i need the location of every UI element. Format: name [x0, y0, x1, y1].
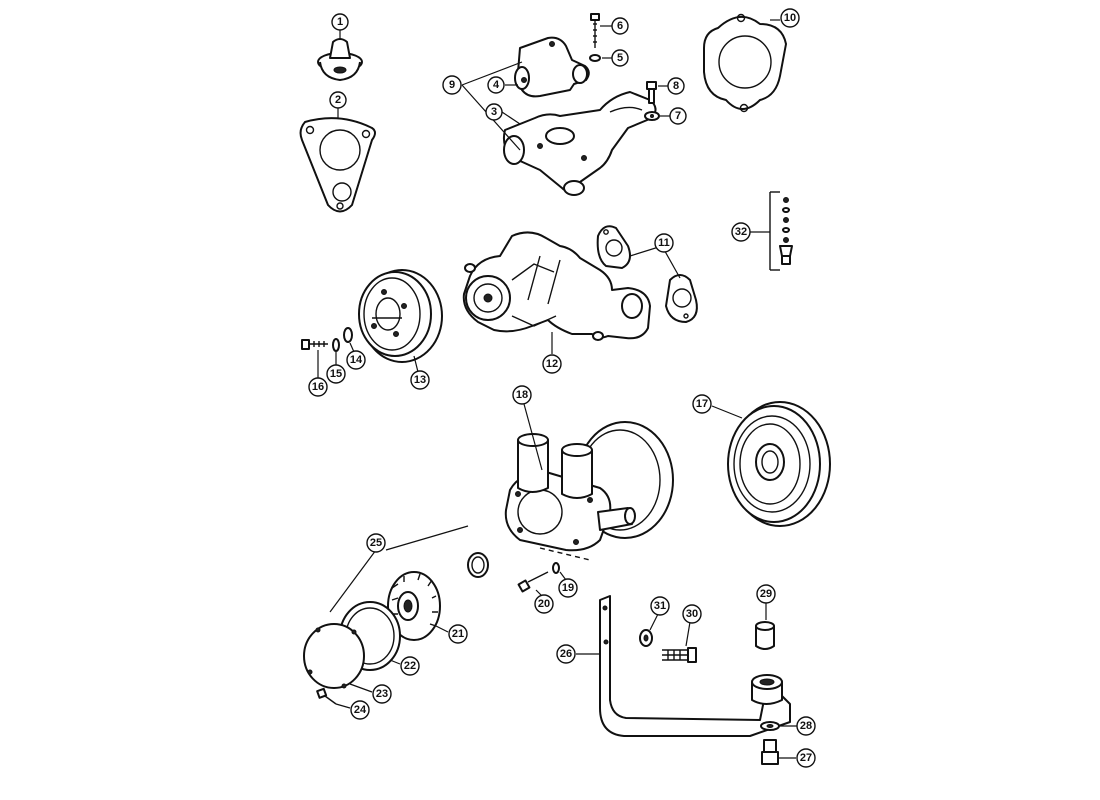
washer-14 — [343, 327, 353, 343]
thermostat-housing-cover — [514, 36, 590, 98]
housing-gasket-10 — [703, 13, 787, 113]
washer-19 — [552, 562, 560, 574]
sender-assembly — [769, 191, 793, 271]
svg-text:9: 9 — [449, 79, 455, 91]
svg-text:26: 26 — [560, 648, 572, 660]
svg-text:23: 23 — [376, 688, 388, 700]
callout-17: 17 — [692, 394, 712, 414]
svg-text:21: 21 — [452, 628, 464, 640]
callout-5: 5 — [611, 49, 629, 67]
svg-text:11: 11 — [658, 237, 670, 249]
callout-26: 26 — [556, 644, 576, 664]
svg-text:25: 25 — [370, 537, 382, 549]
callout-23: 23 — [372, 684, 392, 704]
svg-text:32: 32 — [735, 226, 747, 238]
svg-text:2: 2 — [335, 94, 341, 106]
bolt-6 — [590, 13, 600, 48]
washer-7 — [644, 111, 660, 121]
svg-text:28: 28 — [800, 720, 812, 732]
callout-18: 18 — [512, 385, 532, 405]
svg-text:4: 4 — [493, 79, 500, 91]
callout-20: 20 — [534, 594, 554, 614]
pump-cover-23 — [303, 623, 365, 689]
svg-text:6: 6 — [617, 20, 623, 32]
bolt-20 — [517, 571, 549, 593]
svg-text:30: 30 — [686, 608, 698, 620]
thermostat-gasket — [299, 117, 376, 213]
o-ring-seal — [467, 552, 489, 578]
callout-21: 21 — [448, 624, 468, 644]
bolt-30 — [662, 647, 697, 663]
callout-2: 2 — [329, 91, 347, 109]
pump-gasket-lower — [665, 274, 698, 323]
callout-16: 16 — [308, 377, 328, 397]
svg-text:7: 7 — [675, 110, 681, 122]
raw-water-pump — [504, 421, 674, 561]
callout-9: 9 — [442, 75, 462, 95]
spacer-29 — [755, 621, 775, 650]
callout-1: 1 — [331, 13, 349, 31]
callout-24: 24 — [350, 700, 370, 720]
cover-screw-24 — [316, 687, 337, 705]
callout-8: 8 — [667, 77, 685, 95]
svg-text:13: 13 — [414, 374, 426, 386]
svg-text:20: 20 — [538, 598, 550, 610]
svg-text:10: 10 — [784, 12, 796, 24]
callout-6: 6 — [611, 17, 629, 35]
svg-text:14: 14 — [350, 354, 363, 366]
bolt-27 — [761, 739, 779, 765]
callout-28: 28 — [796, 716, 816, 736]
callout-22: 22 — [400, 656, 420, 676]
svg-text:27: 27 — [800, 752, 812, 764]
svg-text:17: 17 — [696, 398, 708, 410]
svg-text:19: 19 — [562, 582, 574, 594]
washer-28 — [760, 721, 780, 731]
washer-5 — [589, 54, 601, 62]
callout-13: 13 — [410, 370, 430, 390]
pump-gasket-upper — [596, 225, 631, 269]
svg-text:15: 15 — [330, 368, 342, 380]
callout-7: 7 — [669, 107, 687, 125]
thermostat — [317, 38, 363, 81]
water-pump-body — [462, 231, 651, 341]
bolt-16 — [301, 339, 328, 350]
callout-4: 4 — [487, 76, 505, 94]
lock-washer-15 — [332, 338, 340, 352]
callout-32: 32 — [731, 222, 751, 242]
bolt-8 — [646, 81, 657, 104]
svg-text:8: 8 — [673, 80, 679, 92]
callout-25: 25 — [366, 533, 386, 553]
callout-12: 12 — [542, 354, 562, 374]
washer-31 — [639, 629, 653, 647]
callout-31: 31 — [650, 596, 670, 616]
svg-text:1: 1 — [337, 16, 343, 28]
callout-29: 29 — [756, 584, 776, 604]
thermostat-housing — [502, 91, 657, 196]
callout-10: 10 — [780, 8, 800, 28]
svg-text:22: 22 — [404, 660, 416, 672]
svg-text:3: 3 — [491, 106, 497, 118]
callout-3: 3 — [485, 103, 503, 121]
svg-text:29: 29 — [760, 588, 772, 600]
svg-text:5: 5 — [617, 52, 623, 64]
callout-27: 27 — [796, 748, 816, 768]
svg-text:16: 16 — [312, 381, 324, 393]
svg-text:24: 24 — [354, 704, 367, 716]
callout-14: 14 — [346, 350, 366, 370]
callout-11: 11 — [654, 233, 674, 253]
svg-text:12: 12 — [546, 358, 558, 370]
callout-15: 15 — [326, 364, 346, 384]
svg-text:18: 18 — [516, 389, 528, 401]
impeller — [387, 571, 441, 641]
pump-pulley — [358, 269, 443, 363]
svg-text:31: 31 — [654, 600, 666, 612]
crank-pulley — [727, 401, 831, 527]
callout-19: 19 — [558, 578, 578, 598]
callout-30: 30 — [682, 604, 702, 624]
